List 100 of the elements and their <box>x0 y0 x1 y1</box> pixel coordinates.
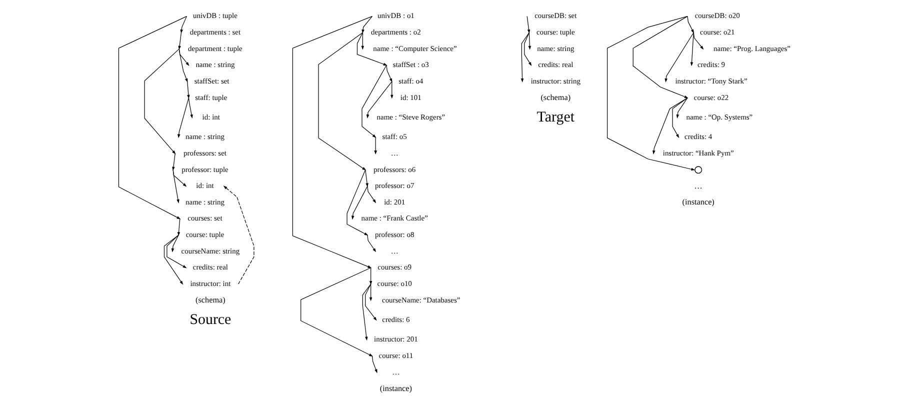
node-text: courseDB: o20 <box>694 11 740 20</box>
arrow <box>177 98 189 138</box>
node-text: name : string <box>185 197 224 206</box>
node-text: courseName: “Databases” <box>382 295 460 304</box>
arrow <box>170 234 178 252</box>
node-text: … <box>392 367 400 376</box>
arrow <box>166 234 186 268</box>
arrow <box>390 81 393 99</box>
node-text: … <box>390 246 398 256</box>
node-text: instructor: “Tony Stark” <box>674 76 747 86</box>
node-text: name : “Op. Systems” <box>686 112 752 122</box>
arrow <box>180 16 186 34</box>
arrow <box>524 32 532 66</box>
arrow <box>176 218 180 236</box>
node-text: course: tuple <box>185 230 224 240</box>
arrow <box>606 16 695 171</box>
node-text: professor: tuple <box>181 164 228 174</box>
arrow <box>144 48 179 154</box>
arrow <box>366 81 392 118</box>
arrow <box>672 98 688 138</box>
node-text: univDB : o1 <box>376 11 414 20</box>
arrow <box>222 186 254 284</box>
node-text: courses: o9 <box>377 262 412 272</box>
arrow <box>292 16 372 268</box>
node-text: staff: o5 <box>382 132 406 142</box>
node-text: credits: 4 <box>684 132 712 142</box>
node-text: staff: o4 <box>398 76 423 86</box>
node-text: name : string <box>195 60 234 70</box>
node-text: id: 201 <box>384 197 405 206</box>
node-text: name : “Frank Castle” <box>360 214 428 223</box>
arrow <box>356 32 387 66</box>
node-text: staffSet : o3 <box>392 60 428 70</box>
node-text: credits: 9 <box>696 60 725 70</box>
arrow <box>520 32 529 82</box>
node-text: department : tuple <box>188 44 242 53</box>
arrow <box>676 98 688 118</box>
node-text: professors: set <box>183 148 226 158</box>
arrow <box>178 48 188 82</box>
node-text: credits: real <box>538 60 573 70</box>
arrow <box>346 170 368 236</box>
node-text: … <box>390 148 398 158</box>
arrow <box>528 32 531 50</box>
node-text: name: string <box>536 44 574 53</box>
arrow <box>371 356 377 374</box>
node-text: course: o22 <box>693 92 728 102</box>
node-text: id: 101 <box>400 92 421 102</box>
arrow <box>318 32 366 170</box>
node-text: id: int <box>196 181 214 190</box>
arrow <box>366 234 376 252</box>
arrow <box>664 32 694 82</box>
node-text: credits: 6 <box>382 314 410 324</box>
node-text: professor: o8 <box>374 230 414 240</box>
node-text: instructor: “Hank Pym” <box>662 148 734 158</box>
arrow <box>178 32 182 50</box>
arrow <box>350 186 368 220</box>
node-text: name: “Prog. Languages” <box>713 44 790 53</box>
arrow <box>366 186 376 204</box>
node-text: instructor: int <box>190 278 230 288</box>
node-text: name : “Computer Science” <box>372 44 456 53</box>
node-text: staff: tuple <box>194 92 227 102</box>
node-text: staffSet: set <box>194 76 229 86</box>
arrow <box>362 284 371 341</box>
node-text: instructor: 201 <box>374 334 418 344</box>
arrow <box>188 98 192 118</box>
arrow <box>300 267 372 356</box>
arrow <box>632 16 688 98</box>
label: Source <box>189 312 231 328</box>
arrow <box>361 16 372 34</box>
node-text: name : string <box>185 132 224 142</box>
arrow <box>690 32 694 66</box>
arrow <box>364 170 368 188</box>
node-text: courseName: string <box>180 246 240 256</box>
node-text: course: o21 <box>700 28 734 37</box>
arrow <box>118 16 186 220</box>
node-text: univDB : tuple <box>192 11 237 20</box>
node-text: course: o10 <box>376 278 412 288</box>
arrow <box>368 284 372 302</box>
arrow <box>360 32 364 50</box>
arrow <box>386 64 392 82</box>
node-text: id: int <box>202 112 220 122</box>
node-text: instructor: string <box>530 76 580 86</box>
node-text: departments : set <box>189 28 240 37</box>
node-text: course: tuple <box>536 28 574 37</box>
arrow <box>368 267 372 285</box>
node-circle <box>694 166 702 174</box>
arrow <box>186 81 190 99</box>
arrow <box>652 98 688 154</box>
node-text: departments : o2 <box>370 28 420 37</box>
node-text: courseDB: set <box>534 11 576 20</box>
arrow <box>686 16 694 34</box>
arrow <box>163 234 183 285</box>
arrow <box>526 16 530 34</box>
label: Target <box>536 109 574 126</box>
node-text: professor: o7 <box>374 181 414 190</box>
node-text: credits: real <box>192 262 228 272</box>
node-text: name : “Steve Rogers” <box>376 112 445 122</box>
arrow <box>374 136 376 154</box>
arrow <box>172 153 175 171</box>
node-text: courses: set <box>187 214 222 223</box>
arrow <box>364 284 376 321</box>
